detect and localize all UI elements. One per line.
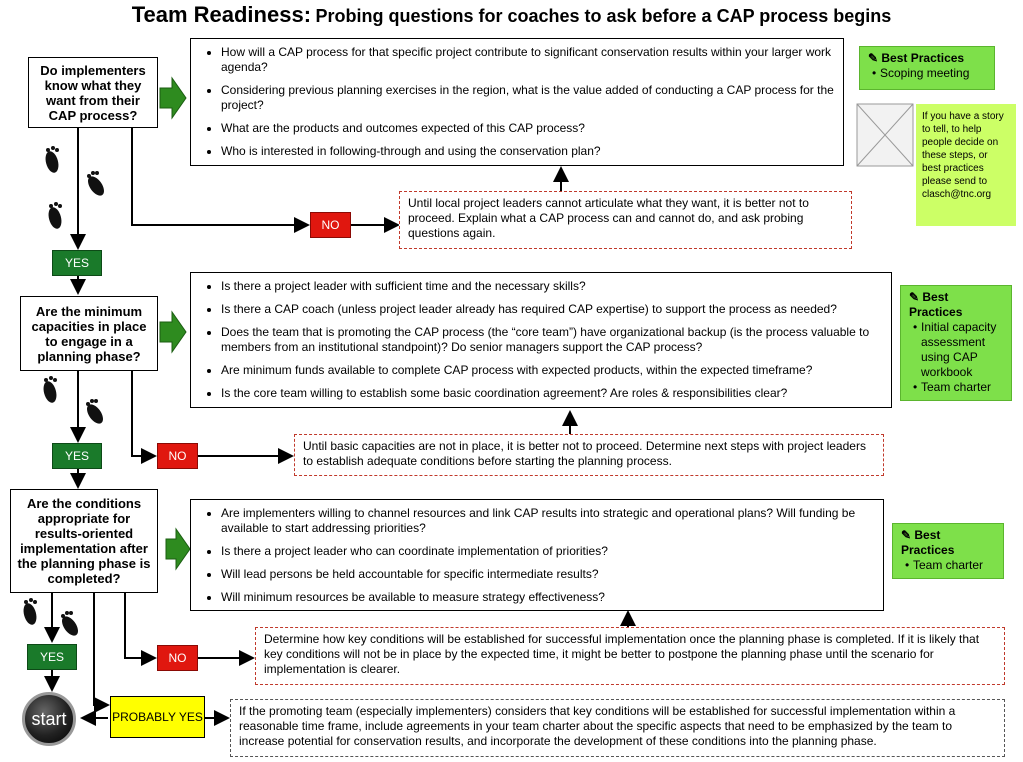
- question-box-implementers-want: Do implementers know what they want from…: [28, 57, 158, 128]
- best-practices-heading: Best Practices: [909, 290, 963, 319]
- question-bullet: Does the team that is promoting the CAP …: [221, 325, 883, 355]
- question-bullet: How will a CAP process for that specific…: [221, 45, 835, 75]
- probably-yes-label: PROBABLY YES: [112, 710, 203, 724]
- flow-q3-to-no3: [124, 593, 157, 666]
- no-note-2: Until basic capacities are not in place,…: [294, 434, 884, 476]
- question-bullet: Will lead persons be held accountable fo…: [221, 567, 875, 582]
- pin-icon: ✎: [901, 528, 915, 542]
- no-note-text: Until basic capacities are not in place,…: [303, 439, 866, 468]
- question-bullet: What are the products and outcomes expec…: [221, 121, 835, 136]
- story-note-text: If you have a story to tell, to help peo…: [922, 111, 1004, 200]
- question-bullet: Is the core team willing to establish so…: [221, 386, 883, 401]
- best-practice-item: Team charter: [905, 558, 995, 573]
- question-bullet: Are minimum funds available to complete …: [221, 363, 883, 378]
- no-label: NO: [168, 651, 187, 665]
- probing-questions-list-3: Are implementers willing to channel reso…: [190, 499, 884, 611]
- question-text: Are the minimum capacities in place to e…: [31, 303, 147, 364]
- flow-q2-to-no2: [131, 371, 157, 464]
- title-main: Team Readiness:: [131, 2, 312, 27]
- no-note-text: Until local project leaders cannot artic…: [408, 196, 809, 240]
- no-badge-1: NO: [310, 212, 351, 238]
- question-text: Do implementers know what they want from…: [40, 62, 146, 123]
- no-label: NO: [168, 449, 187, 463]
- no-note-3: Determine how key conditions will be est…: [255, 627, 1005, 685]
- question-bullet: Will minimum resources be available to m…: [221, 590, 875, 605]
- flow-q1-to-no1: [131, 128, 310, 233]
- best-practices-box-2: ✎ Best Practices Initial capacity assess…: [900, 285, 1012, 401]
- probing-questions-list-1: How will a CAP process for that specific…: [190, 38, 844, 166]
- start-label: start: [31, 708, 67, 729]
- question-bullet: Are implementers willing to channel reso…: [221, 506, 875, 536]
- no-badge-2: NO: [157, 443, 198, 469]
- question-text: Are the conditions appropriate for resul…: [17, 496, 151, 586]
- title-sub: Probing questions for coaches to ask bef…: [315, 6, 892, 26]
- no-label: NO: [321, 218, 340, 232]
- probing-questions-list-2: Is there a project leader with sufficien…: [190, 272, 892, 408]
- question-bullet: Is there a project leader with sufficien…: [221, 279, 883, 294]
- question-bullet: Considering previous planning exercises …: [221, 83, 835, 113]
- pin-icon: ✎: [868, 51, 882, 65]
- green-arrow-icon: [165, 527, 191, 571]
- best-practices-box-3: ✎ Best Practices Team charter: [892, 523, 1004, 579]
- probably-yes-note: If the promoting team (especially implem…: [230, 699, 1005, 757]
- story-callout: If you have a story to tell, to help peo…: [916, 104, 1016, 226]
- question-box-minimum-capacities: Are the minimum capacities in place to e…: [20, 296, 158, 371]
- probably-note-text: If the promoting team (especially implem…: [239, 704, 956, 748]
- probably-yes-badge: PROBABLY YES: [110, 696, 205, 738]
- yes-label: YES: [39, 650, 64, 664]
- start-button[interactable]: start: [22, 692, 76, 746]
- no-note-1: Until local project leaders cannot artic…: [399, 191, 852, 249]
- best-practice-item: Team charter: [913, 380, 1003, 395]
- green-arrow-icon: [159, 76, 187, 120]
- footprints-icon: [23, 598, 78, 636]
- page-title: Team Readiness: Probing questions for co…: [0, 2, 1023, 28]
- best-practice-item: Initial capacity assessment using CAP wo…: [913, 320, 1003, 380]
- footprints-icon: [43, 376, 103, 424]
- best-practice-item: Scoping meeting: [872, 66, 986, 81]
- yes-label: YES: [64, 256, 89, 270]
- question-bullet: Is there a project leader who can coordi…: [221, 544, 875, 559]
- yes-badge-3: YES: [27, 644, 77, 670]
- no-badge-3: NO: [157, 645, 198, 671]
- best-practices-heading: Best Practices: [881, 51, 965, 65]
- best-practices-heading: Best Practices: [901, 528, 955, 557]
- pin-icon: ✎: [909, 290, 923, 304]
- green-arrow-icon: [159, 310, 187, 354]
- yes-badge-2: YES: [52, 443, 102, 469]
- best-practices-box-1: ✎ Best Practices Scoping meeting: [859, 46, 995, 90]
- question-box-implementation-conditions: Are the conditions appropriate for resul…: [10, 489, 158, 593]
- flow-q3-to-probably: [93, 593, 110, 713]
- yes-badge-1: YES: [52, 250, 102, 276]
- question-bullet: Who is interested in following-through a…: [221, 144, 835, 159]
- no-note-text: Determine how key conditions will be est…: [264, 632, 980, 676]
- cartoon-face-image: [856, 103, 914, 167]
- yes-label: YES: [64, 449, 89, 463]
- question-bullet: Is there a CAP coach (unless project lea…: [221, 302, 883, 317]
- footprints-icon: [45, 146, 104, 229]
